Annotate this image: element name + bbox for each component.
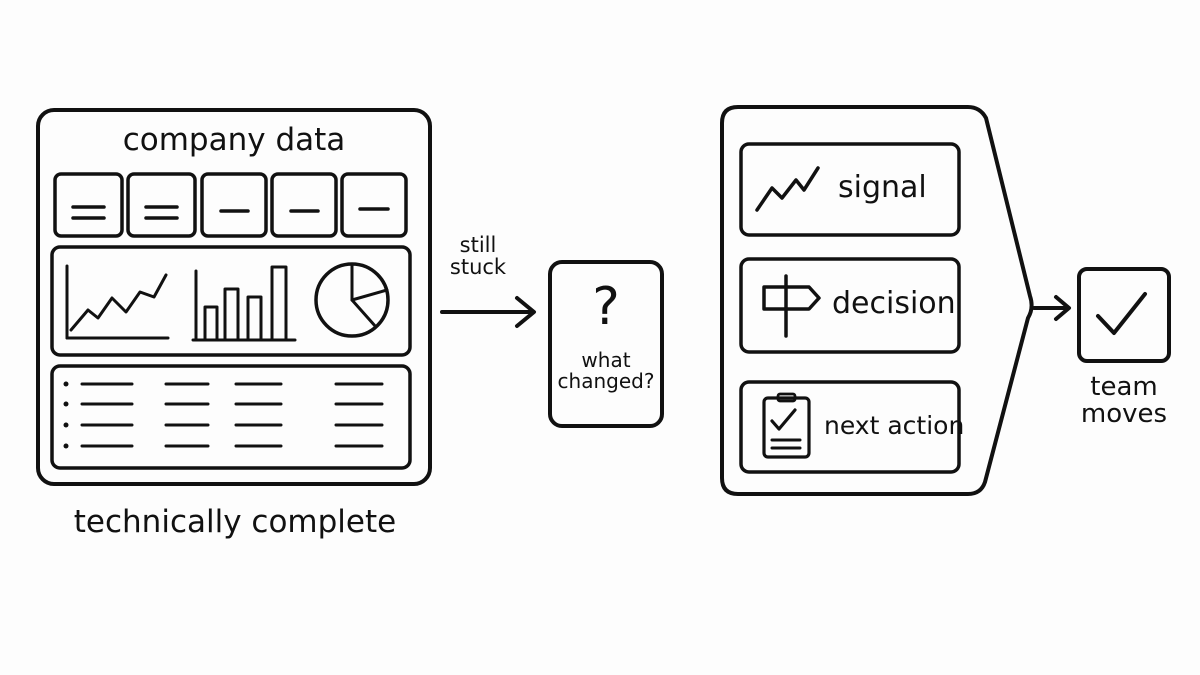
bar-chart-icon [191,265,297,342]
kpi-card [200,172,268,238]
result-checkbox [1077,267,1171,363]
arrow-to-question [440,296,536,328]
kpi-card [340,172,408,238]
result-line-2: moves [1080,399,1168,430]
arrow-to-result [1032,295,1071,321]
question-line-1: what [581,348,631,372]
arrow-label-line-2: stuck [449,255,507,280]
kpi-card [270,172,338,238]
line-chart-icon [65,264,170,340]
question-text: what changed? [551,350,661,392]
outputs-container [720,105,1034,496]
dashboard-panel [36,108,432,486]
charts-row [50,245,412,357]
table-column [234,382,283,448]
checkmark-icon [1096,292,1147,335]
kpi-card [53,172,124,238]
trend-line-icon [755,166,820,212]
question-mark: ? [592,277,620,337]
output-card-decision [739,257,961,354]
arrow-label-line-1: still [459,233,497,257]
signpost-icon [762,274,821,338]
dashboard-title: company data [122,122,346,158]
data-table [50,364,412,470]
output-label-signal: signal [838,170,927,205]
arrow-label: still stuck [438,234,518,278]
question-card [548,260,664,428]
table-column [164,382,210,448]
dashboard-caption: technically complete [73,504,397,540]
table-column [334,382,384,448]
question-line-2: changed? [557,369,655,393]
pie-chart-icon [314,262,390,338]
output-label-decision: decision [832,286,956,321]
output-card-signal [739,142,961,237]
output-card-next-action [739,380,961,474]
kpi-cards-row [53,172,408,238]
table-column [80,382,134,448]
table-bullets [63,381,69,449]
kpi-card [126,172,197,238]
output-label-next-action: next action [824,411,965,440]
clipboard-check-icon [762,392,811,459]
result-label: team moves [1074,372,1174,430]
result-line-1: team [1090,372,1158,402]
